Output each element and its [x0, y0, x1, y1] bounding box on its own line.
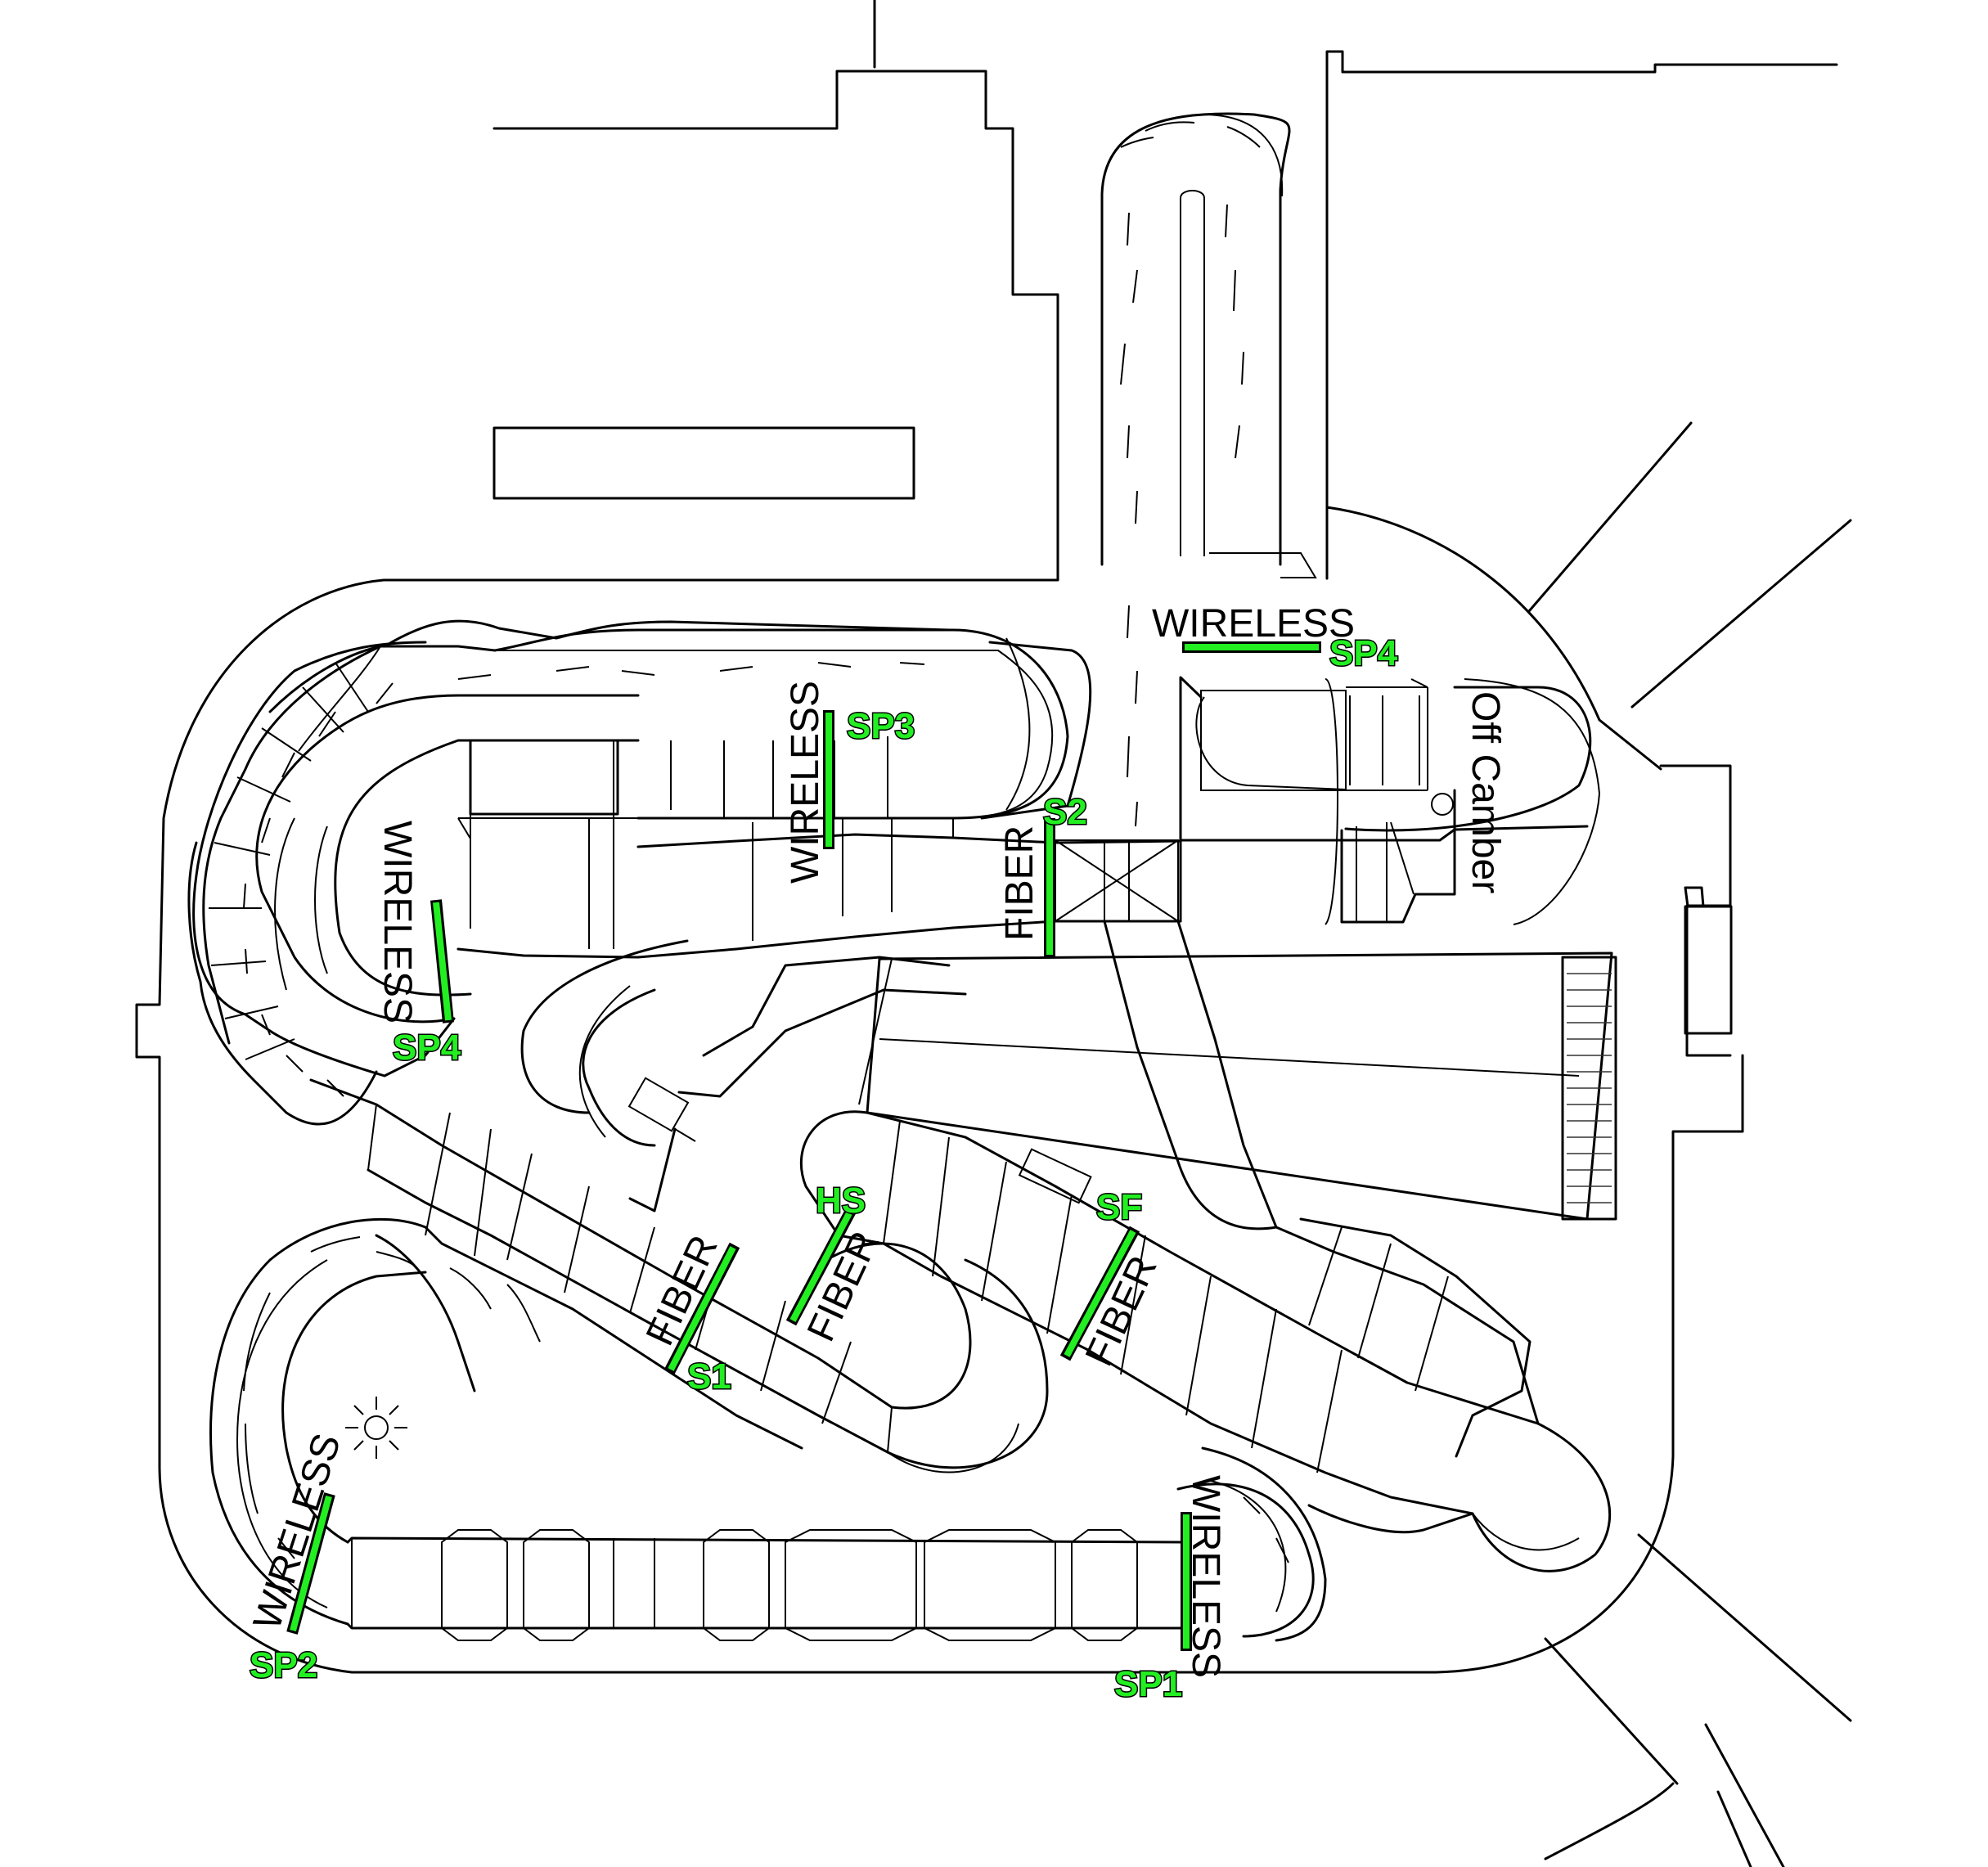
- venue-boundary: [135, 506, 1744, 1674]
- label-off-camber: Off Camber: [1464, 691, 1507, 893]
- timing-label-sp4-left: SP4: [393, 1028, 461, 1068]
- label-wireless-top: WIRELESS: [1152, 602, 1355, 646]
- timing-label-s1: S1: [687, 1356, 731, 1397]
- timing-label-sp4-top: SP4: [1329, 633, 1398, 673]
- timing-point-hs[interactable]: HS: [785, 1180, 867, 1326]
- label-wireless-left: WIRELESS: [376, 821, 419, 1023]
- timing-label-sp1: SP1: [1114, 1664, 1182, 1704]
- sun-icon: [345, 1397, 407, 1459]
- timing-point-sp4-top[interactable]: SP4: [1182, 632, 1399, 675]
- timing-label-s2: S2: [1043, 792, 1087, 832]
- timing-point-sp2[interactable]: SP2: [249, 1492, 335, 1687]
- timing-point-sp4-left[interactable]: SP4: [392, 899, 462, 1069]
- timing-label-hs: HS: [816, 1181, 866, 1221]
- surrounding-buildings: [493, 0, 1852, 1867]
- timing-label-sp3: SP3: [847, 706, 915, 746]
- timing-point-s1[interactable]: S1: [663, 1242, 740, 1398]
- timing-points: SP4 SP3 S2 SP4 HS SF: [249, 632, 1400, 1706]
- timing-label-sp2: SP2: [250, 1645, 317, 1685]
- timing-point-sp1[interactable]: SP1: [1113, 1512, 1192, 1706]
- timing-point-sf[interactable]: SF: [1059, 1186, 1144, 1361]
- timing-point-s2[interactable]: S2: [1042, 791, 1088, 957]
- bmx-track: [187, 112, 1617, 1642]
- label-fiber-s2: FIBER: [998, 826, 1041, 941]
- timing-point-sp3[interactable]: SP3: [823, 705, 916, 849]
- timing-label-sf: SF: [1096, 1187, 1142, 1227]
- label-wireless-mid: WIRELESS: [784, 681, 827, 884]
